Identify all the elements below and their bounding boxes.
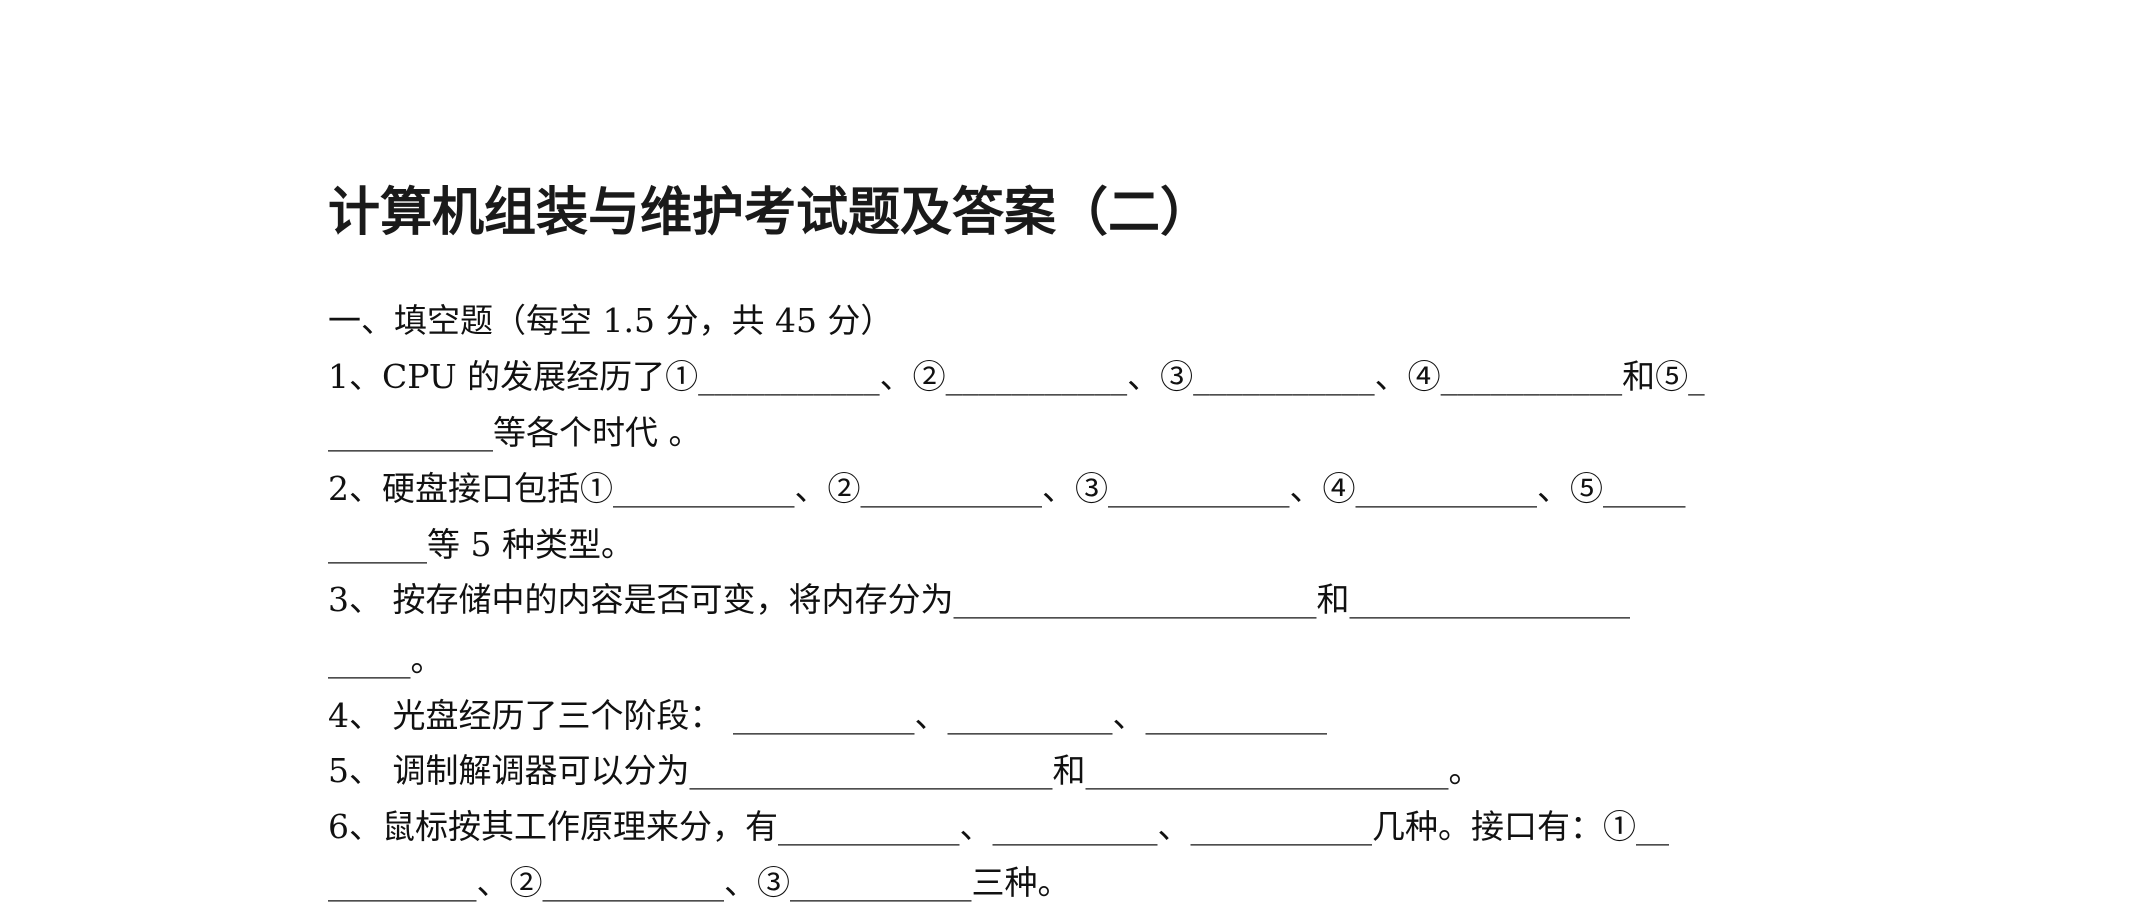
question-line: ______等 5 种类型。 xyxy=(328,525,634,564)
question-line: 2、硬盘接口包括①___________、②___________、③_____… xyxy=(328,469,1686,508)
question-line: 3、 按存储中的内容是否可变，将内存分为____________________… xyxy=(328,580,1630,619)
question-line: 5、 调制解调器可以分为______________________和_____… xyxy=(328,751,1482,790)
document-title: 计算机组装与维护考试题及答案（二） xyxy=(328,183,1213,243)
question-line: 1、CPU 的发展经历了①___________、②___________、③_… xyxy=(328,357,1705,396)
question-line: __________等各个时代 。 xyxy=(328,413,702,452)
question-line: 4、 光盘经历了三个阶段： ___________、__________、___… xyxy=(328,696,1327,735)
question-line: _________、②___________、③___________三种。 xyxy=(328,863,1071,902)
question-line: _____。 xyxy=(328,640,444,679)
question-line: 6、鼠标按其工作原理来分，有___________、__________、___… xyxy=(328,807,1669,846)
section-heading: 一、填空题（每空 1.5 分，共 45 分） xyxy=(328,301,894,340)
